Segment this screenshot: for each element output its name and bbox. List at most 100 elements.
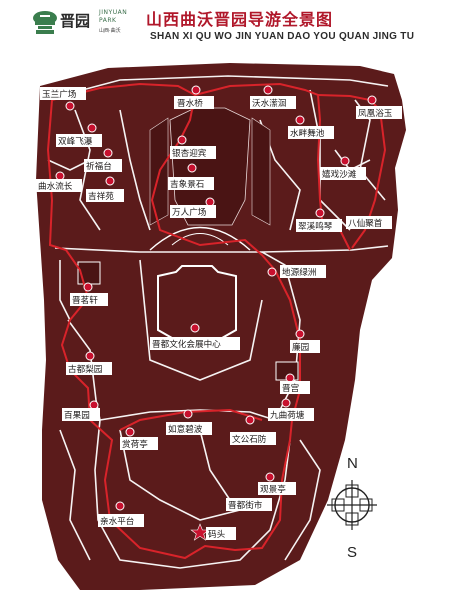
spot-marker-icon — [245, 415, 255, 425]
spot-marker-icon — [205, 197, 215, 207]
spot-marker-icon — [263, 85, 273, 95]
label-bg — [56, 134, 102, 147]
spot-label: 晋茗轩 — [72, 294, 98, 306]
spot-marker-icon — [85, 351, 95, 361]
label-bg — [166, 422, 212, 435]
label-bg — [268, 408, 314, 421]
jinyuan-logo-icon — [33, 11, 57, 34]
spot-label: 廉园 — [292, 341, 309, 353]
spot-label: 凤凰浴玉 — [358, 108, 393, 119]
spot-label: 吉象景石 — [170, 178, 205, 190]
spot-label: 晋都文化会展中心 — [152, 338, 221, 350]
spot-jindu-jieshi[interactable]: 晋都街市 — [226, 498, 272, 511]
spot-marker-icon — [190, 323, 200, 333]
spot-exhibition-center[interactable]: 晋都文化会展中心 — [150, 323, 240, 350]
spot-shuipan-wuchi[interactable]: 水畔舞池 — [288, 115, 334, 139]
spot-qushui-liuchang[interactable]: 曲水流长 — [36, 171, 82, 192]
spot-label: 地源绿洲 — [282, 266, 316, 278]
spot-baxian-jushou[interactable]: 八仙聚首 — [346, 216, 392, 229]
spot-ruyi-bibo[interactable]: 如意碧波 — [166, 409, 212, 435]
spot-qifu-terrace[interactable]: 祈福台 — [84, 148, 122, 172]
spot-marker-icon — [281, 398, 291, 408]
spot-marker-icon — [83, 282, 93, 292]
spot-marker-icon — [105, 176, 115, 186]
spot-label: 万人广场 — [172, 206, 207, 218]
logo-city: 山西·曲沃 — [99, 28, 121, 34]
logo-chinese-name: 晋园 — [60, 12, 91, 30]
label-bg — [40, 87, 86, 100]
spot-label: 八仙聚首 — [348, 217, 383, 229]
spot-marker-icon — [183, 409, 193, 419]
spot-qinshui-platform[interactable]: 亲水平台 — [98, 501, 144, 527]
label-bg — [280, 381, 310, 394]
label-bg — [66, 362, 112, 375]
spot-marker-icon — [187, 163, 197, 173]
spot-shanghe-pavilion[interactable]: 赏荷亭 — [120, 427, 158, 450]
spot-yulan-plaza[interactable]: 玉兰广场 — [40, 87, 86, 111]
label-bg — [168, 177, 214, 190]
spot-jinming-pavilion[interactable]: 晋茗轩 — [70, 282, 108, 306]
spot-diyuan-lvzhou[interactable]: 地源绿洲 — [267, 265, 326, 278]
label-bg — [280, 265, 326, 278]
spot-jixiang-jingshi[interactable]: 吉象景石 — [168, 163, 214, 190]
label-bg — [290, 340, 320, 353]
label-bg — [150, 337, 240, 350]
spot-jixiang-yuan[interactable]: 吉祥苑 — [86, 176, 124, 202]
spot-label: 码头 — [208, 529, 226, 540]
spot-xixi-shatan[interactable]: 嬉戏沙滩 — [320, 156, 366, 180]
spot-label: 晋宫 — [282, 382, 299, 394]
spot-gudu-liyuan[interactable]: 古都梨园 — [66, 351, 112, 375]
spot-label: 翠溪鸣琴 — [298, 220, 333, 232]
spot-marker-icon — [125, 427, 135, 437]
spot-marker-icon — [367, 95, 377, 105]
spot-marker-icon — [285, 373, 295, 383]
spot-label: 亲水平台 — [100, 515, 134, 527]
spot-label: 观景亭 — [260, 483, 286, 495]
spot-fenghuang-yuyu[interactable]: 凤凰浴玉 — [356, 95, 402, 119]
label-bg — [288, 126, 334, 139]
spot-marker-icon — [89, 400, 99, 410]
spot-marker-icon — [295, 329, 305, 339]
compass-rose-icon — [327, 480, 377, 530]
spot-marker-icon — [103, 148, 113, 158]
label-bg — [98, 514, 144, 527]
map-title-chinese: 山西曲沃晋园导游全景图 — [146, 10, 334, 29]
spot-label: 曲水流长 — [38, 180, 73, 192]
compass: N S — [327, 455, 377, 561]
spot-lian-garden[interactable]: 廉园 — [290, 329, 320, 353]
spot-label: 如意碧波 — [168, 423, 203, 435]
spot-wanren-plaza[interactable]: 万人广场 — [170, 197, 216, 218]
spot-label: 银杏迎宾 — [172, 147, 207, 159]
compass-south-label: S — [347, 544, 357, 561]
label-bg — [174, 96, 214, 109]
spot-jinshui-bridge[interactable]: 晋水桥 — [174, 85, 214, 109]
spot-marker-icon — [191, 85, 201, 95]
spot-pier[interactable]: 码头 — [190, 523, 236, 541]
label-bg — [226, 498, 272, 511]
spot-label: 古都梨园 — [68, 363, 102, 375]
spot-marker-icon — [315, 208, 325, 218]
logo-english-line2: PARK — [99, 17, 117, 24]
spot-jiuqu-hetang[interactable]: 九曲荷塘 — [268, 398, 314, 421]
compass-north-label: N — [347, 455, 358, 472]
park-land — [36, 63, 406, 590]
spot-label: 沃水潆洄 — [252, 97, 286, 109]
spot-label: 祈福台 — [86, 160, 112, 172]
spot-jin-palace[interactable]: 晋宫 — [280, 373, 310, 394]
label-bg — [84, 159, 122, 172]
spot-marker-icon — [295, 115, 305, 125]
spot-shuangfeng-feipu[interactable]: 双峰飞瀑 — [56, 123, 102, 147]
spot-cuixi-mingqin[interactable]: 翠溪鸣琴 — [296, 208, 342, 232]
label-bg — [230, 432, 276, 445]
spot-marker-icon — [87, 123, 97, 133]
spot-guanjing-pavilion[interactable]: 观景亭 — [258, 472, 296, 495]
label-bg — [258, 482, 296, 495]
spot-woshui-yinghui[interactable]: 沃水潆洄 — [250, 85, 296, 109]
spot-yinxing-yingbin[interactable]: 银杏迎宾 — [170, 135, 216, 159]
spot-wengong-shifang[interactable]: 文公石防 — [230, 415, 276, 445]
spot-marker-icon — [265, 472, 275, 482]
spot-label: 玉兰广场 — [42, 88, 77, 100]
spot-marker-icon — [340, 156, 350, 166]
spot-baiguo-yuan[interactable]: 百果园 — [62, 400, 100, 421]
